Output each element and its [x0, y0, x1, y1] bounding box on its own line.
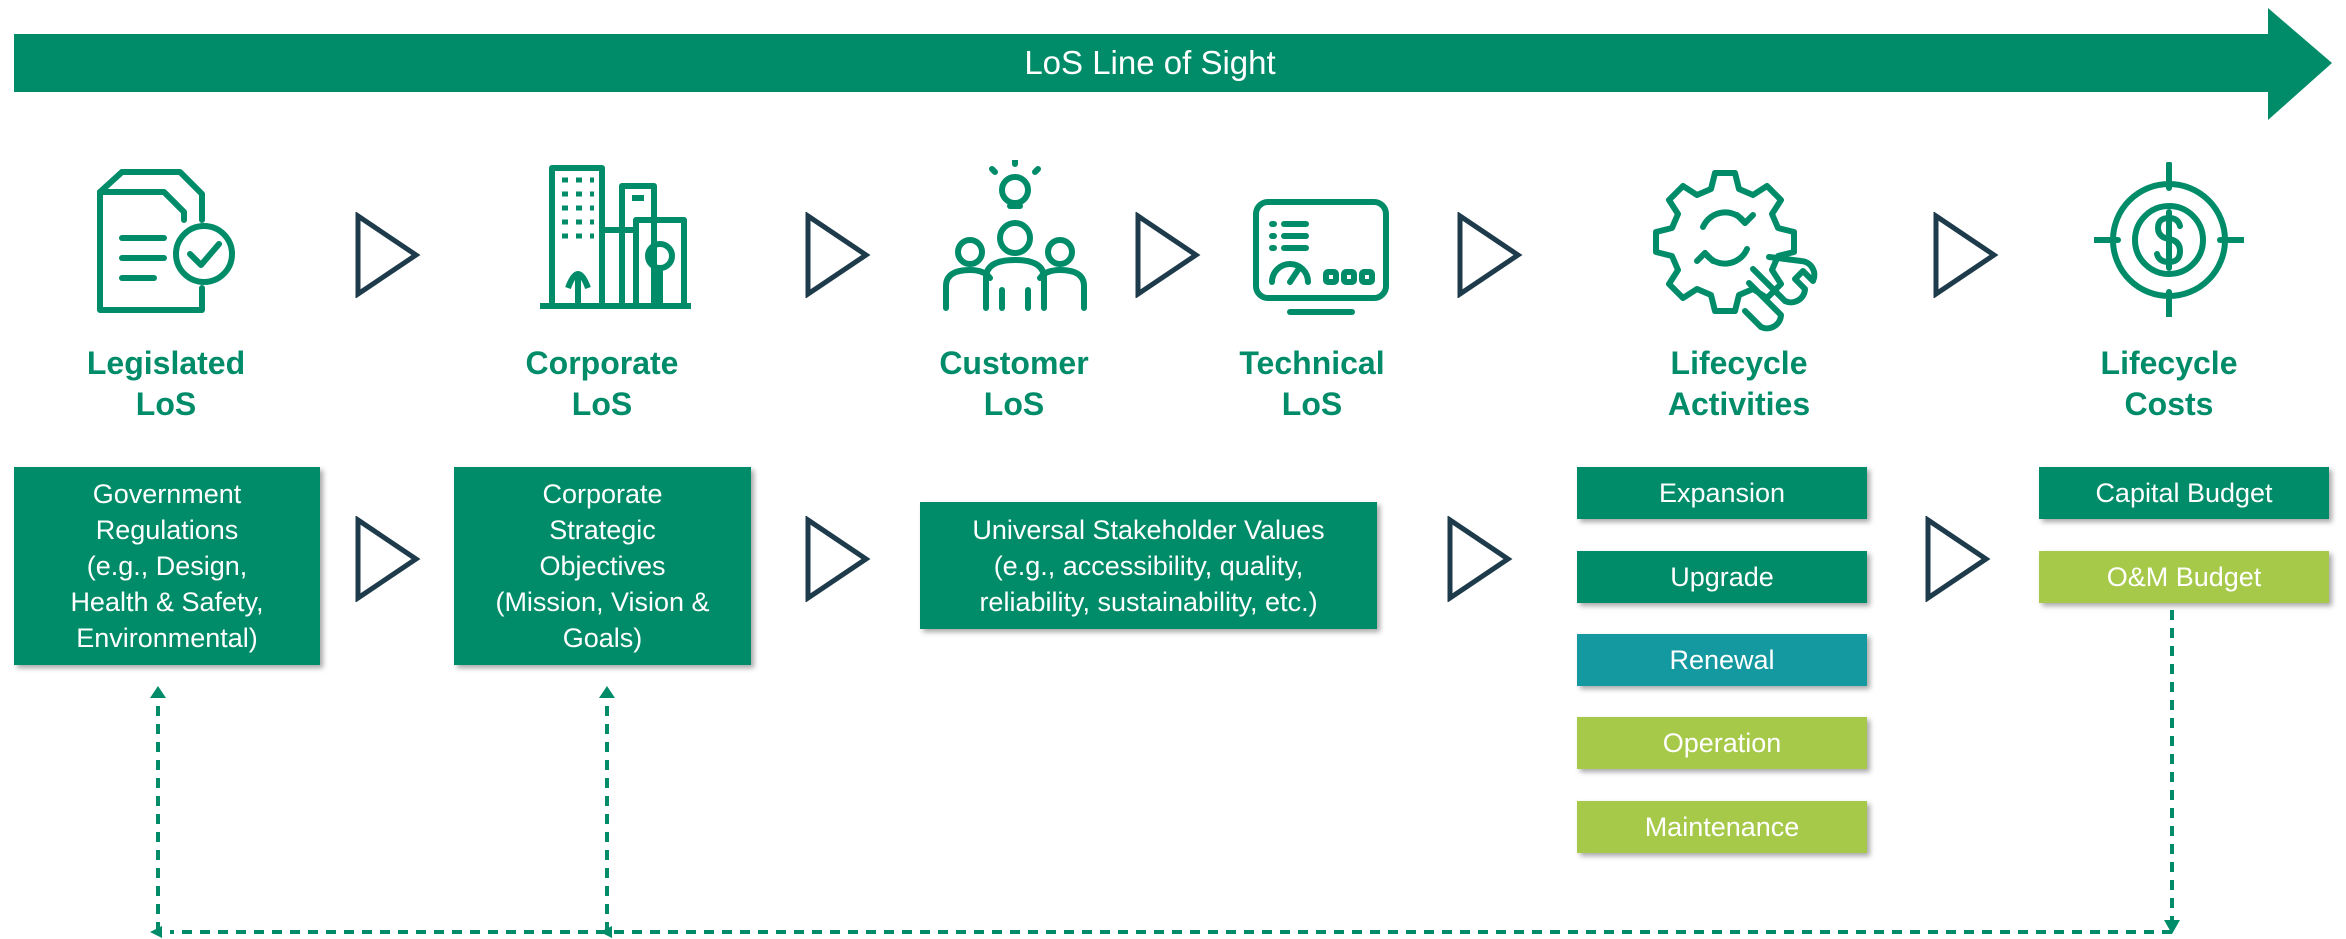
capital-budget-box: Capital Budget	[2039, 467, 2329, 519]
flow-arrow-top-2	[805, 212, 871, 298]
legal-document-check-icon	[92, 160, 242, 315]
flow-arrow-top-1	[355, 212, 421, 298]
feedback-dashed-connector	[150, 610, 2180, 938]
flow-arrow-top-4	[1457, 212, 1523, 298]
flow-arrow-top-3	[1135, 212, 1201, 298]
flow-arrow-bottom-4	[1925, 516, 1991, 602]
legislated-box: Government Regulations (e.g., Design, He…	[14, 467, 320, 665]
activity-renewal: Renewal	[1577, 634, 1867, 686]
flow-arrow-bottom-2	[805, 516, 871, 602]
monitor-gauge-icon	[1250, 196, 1392, 318]
flow-arrow-top-5	[1933, 212, 1999, 298]
corporate-box: Corporate Strategic Objectives (Mission,…	[454, 467, 751, 665]
activity-operation: Operation	[1577, 717, 1867, 769]
customer-box: Universal Stakeholder Values (e.g., acce…	[920, 502, 1377, 629]
flow-arrow-bottom-1	[355, 516, 421, 602]
people-idea-icon	[940, 160, 1090, 315]
city-buildings-icon	[538, 160, 693, 315]
gear-wrench-icon	[1645, 165, 1825, 335]
activity-expansion: Expansion	[1577, 467, 1867, 519]
flow-arrow-bottom-3	[1447, 516, 1513, 602]
activity-maintenance: Maintenance	[1577, 801, 1867, 853]
dollar-target-icon	[2094, 162, 2244, 317]
line-of-sight-banner-arrow	[14, 8, 2332, 120]
banner-label: LoS Line of Sight	[1024, 44, 1276, 81]
activity-upgrade: Upgrade	[1577, 551, 1867, 603]
om-budget-box: O&M Budget	[2039, 551, 2329, 603]
